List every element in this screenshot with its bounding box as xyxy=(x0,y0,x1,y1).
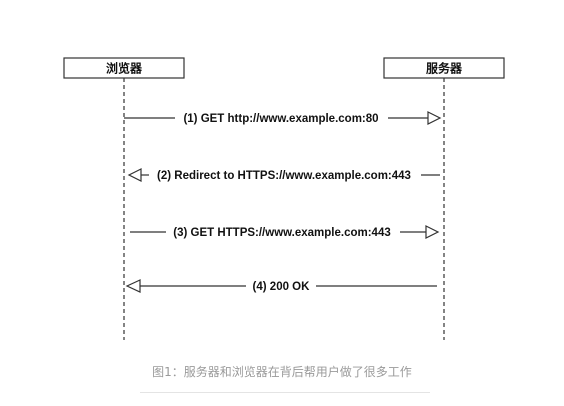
message-2-arrowhead xyxy=(127,168,142,182)
actor-browser-label: 浏览器 xyxy=(106,61,143,76)
message-3: (3) GET HTTPS://www.example.com:443 xyxy=(130,225,440,239)
message-2: (2) Redirect to HTTPS://www.example.com:… xyxy=(127,168,440,182)
actor-server: 服务器 xyxy=(383,57,505,79)
message-2-label: (2) Redirect to HTTPS://www.example.com:… xyxy=(157,170,411,182)
actor-server-label: 服务器 xyxy=(426,61,463,76)
message-1-arrowhead xyxy=(427,111,442,125)
message-3-label: (3) GET HTTPS://www.example.com:443 xyxy=(173,227,391,239)
message-1: (1) GET http://www.example.com:80 xyxy=(124,111,442,125)
message-1-label: (1) GET http://www.example.com:80 xyxy=(183,113,378,125)
message-4-label: (4) 200 OK xyxy=(253,281,311,293)
message-3-arrowhead xyxy=(425,225,440,239)
sequence-diagram: 浏览器 服务器 (1) GET http://www.example.com:8… xyxy=(63,57,505,340)
figure-caption: 图1：服务器和浏览器在背后帮用户做了很多工作 xyxy=(152,365,412,379)
actor-browser: 浏览器 xyxy=(63,57,185,79)
message-4-arrowhead xyxy=(125,279,141,293)
caption-divider xyxy=(140,392,430,393)
message-4: (4) 200 OK xyxy=(125,279,437,293)
